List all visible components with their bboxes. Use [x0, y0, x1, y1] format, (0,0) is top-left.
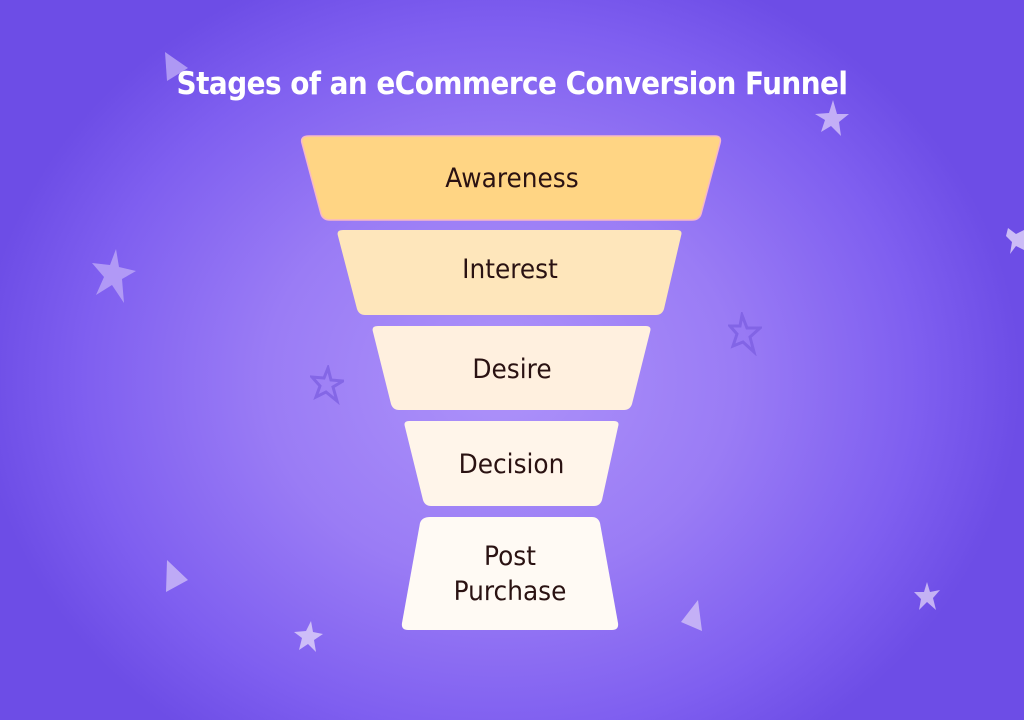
funnel-stage-desire: [372, 326, 651, 410]
funnel-stage-post-purchase: [401, 517, 619, 630]
star-icon: [294, 621, 323, 652]
stage-label-awareness: Awareness: [445, 163, 579, 194]
stage-label-post: Post: [484, 541, 536, 572]
star-icon: [92, 249, 136, 303]
star-icon: [914, 582, 940, 610]
stage-label-decision: Decision: [458, 449, 565, 480]
funnel-stage-interest: [337, 230, 682, 315]
star-icon: [1006, 228, 1024, 254]
stage-label-post-purchase: Post Purchase: [410, 539, 611, 609]
triangle-icon: [681, 600, 702, 631]
star-outline-icon: [728, 312, 762, 356]
triangle-icon: [165, 52, 188, 81]
triangle-icon: [166, 560, 188, 592]
star-icon: [815, 100, 849, 136]
diagram-title: Stages of an eCommerce Conversion Funnel: [176, 66, 848, 102]
stage-label-desire: Desire: [472, 354, 552, 385]
funnel-stage-decision: [404, 421, 619, 506]
stage-label-purchase: Purchase: [453, 576, 567, 607]
star-outline-icon: [310, 365, 344, 405]
stage-label-interest: Interest: [462, 254, 558, 285]
funnel-stage-awareness: [300, 135, 722, 221]
